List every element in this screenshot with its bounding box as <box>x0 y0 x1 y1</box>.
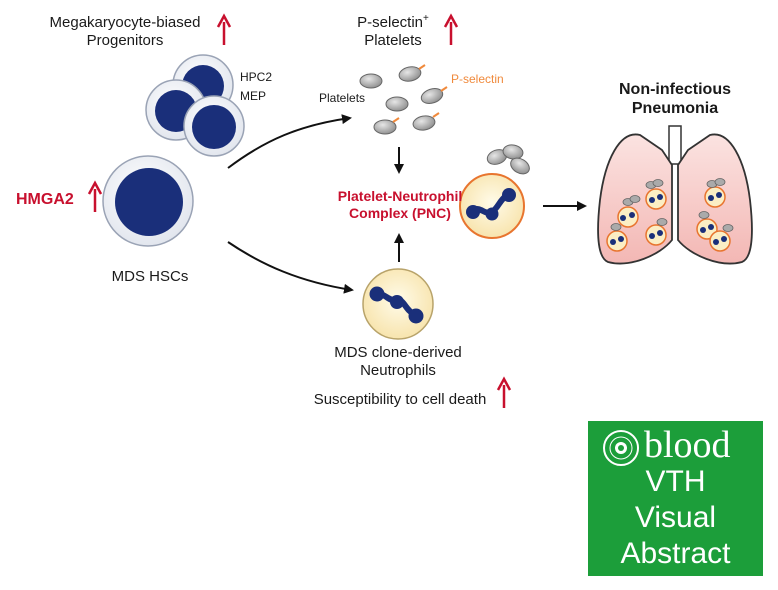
pneumonia-title: Non-infectious Pneumonia <box>605 80 745 118</box>
neutrophil-cell-icon <box>362 268 434 340</box>
pselectin-platelets-label: P-selectin+ Platelets <box>343 13 443 50</box>
mds-hscs-label: MDS HSCs <box>111 268 189 285</box>
mep-label: MEP <box>240 89 267 103</box>
badge-line2: Visual <box>634 501 717 534</box>
up-arrow-icon <box>443 13 459 45</box>
pselectin-platelets-text: P-selectin <box>357 14 423 31</box>
lungs-icon <box>597 125 753 265</box>
badge-line1: VTH <box>645 465 706 498</box>
mk-progenitors-line1: Megakaryocyte-biased <box>49 14 201 31</box>
hpc2-label: HPC2 <box>240 70 273 84</box>
progenitor-cells-icon <box>145 54 245 157</box>
mk-progenitors-label: Megakaryocyte-biased Progenitors <box>40 14 210 50</box>
pnc-line1: Platelet-Neutrophil <box>337 188 463 204</box>
hmga2-label: HMGA2 <box>16 191 74 208</box>
badge-line3: Abstract <box>620 537 731 570</box>
pnc-label: Platelet-Neutrophil Complex (PNC) <box>300 188 500 222</box>
pselectin-plus-sup: + <box>423 13 429 24</box>
arrow-to-platelets <box>227 114 352 169</box>
arrow-to-neutrophils <box>227 241 354 294</box>
pnc-line2: Complex (PNC) <box>349 204 451 221</box>
platelets-label: Platelets <box>319 91 366 105</box>
cell-death-label: Susceptibility to cell death <box>313 391 487 408</box>
blood-vth-badge: blood VTH Visual Abstract <box>588 421 763 576</box>
pneumonia-line2: Pneumonia <box>631 100 719 118</box>
mds-hsc-cell-icon <box>102 155 194 247</box>
up-arrow-icon <box>87 180 103 212</box>
up-arrow-icon <box>216 13 232 45</box>
pneumonia-line1: Non-infectious <box>619 81 731 98</box>
society-seal-icon <box>603 430 639 466</box>
mk-progenitors-line2: Progenitors <box>86 32 164 49</box>
pselectin-platelets-line1: P-selectin+ <box>343 13 443 32</box>
platelets-cluster-icon <box>359 64 448 135</box>
neutrophils-line2: Neutrophils <box>360 362 436 379</box>
neutrophils-line1: MDS clone-derived <box>334 344 462 361</box>
pselectin-label: P-selectin <box>451 72 504 86</box>
pselectin-platelets-line2: Platelets <box>364 32 422 49</box>
neutrophils-label: MDS clone-derived Neutrophils <box>318 344 478 380</box>
up-arrow-icon <box>496 376 512 408</box>
badge-brand: blood <box>644 424 731 466</box>
pnc-cell-icon <box>459 144 530 239</box>
